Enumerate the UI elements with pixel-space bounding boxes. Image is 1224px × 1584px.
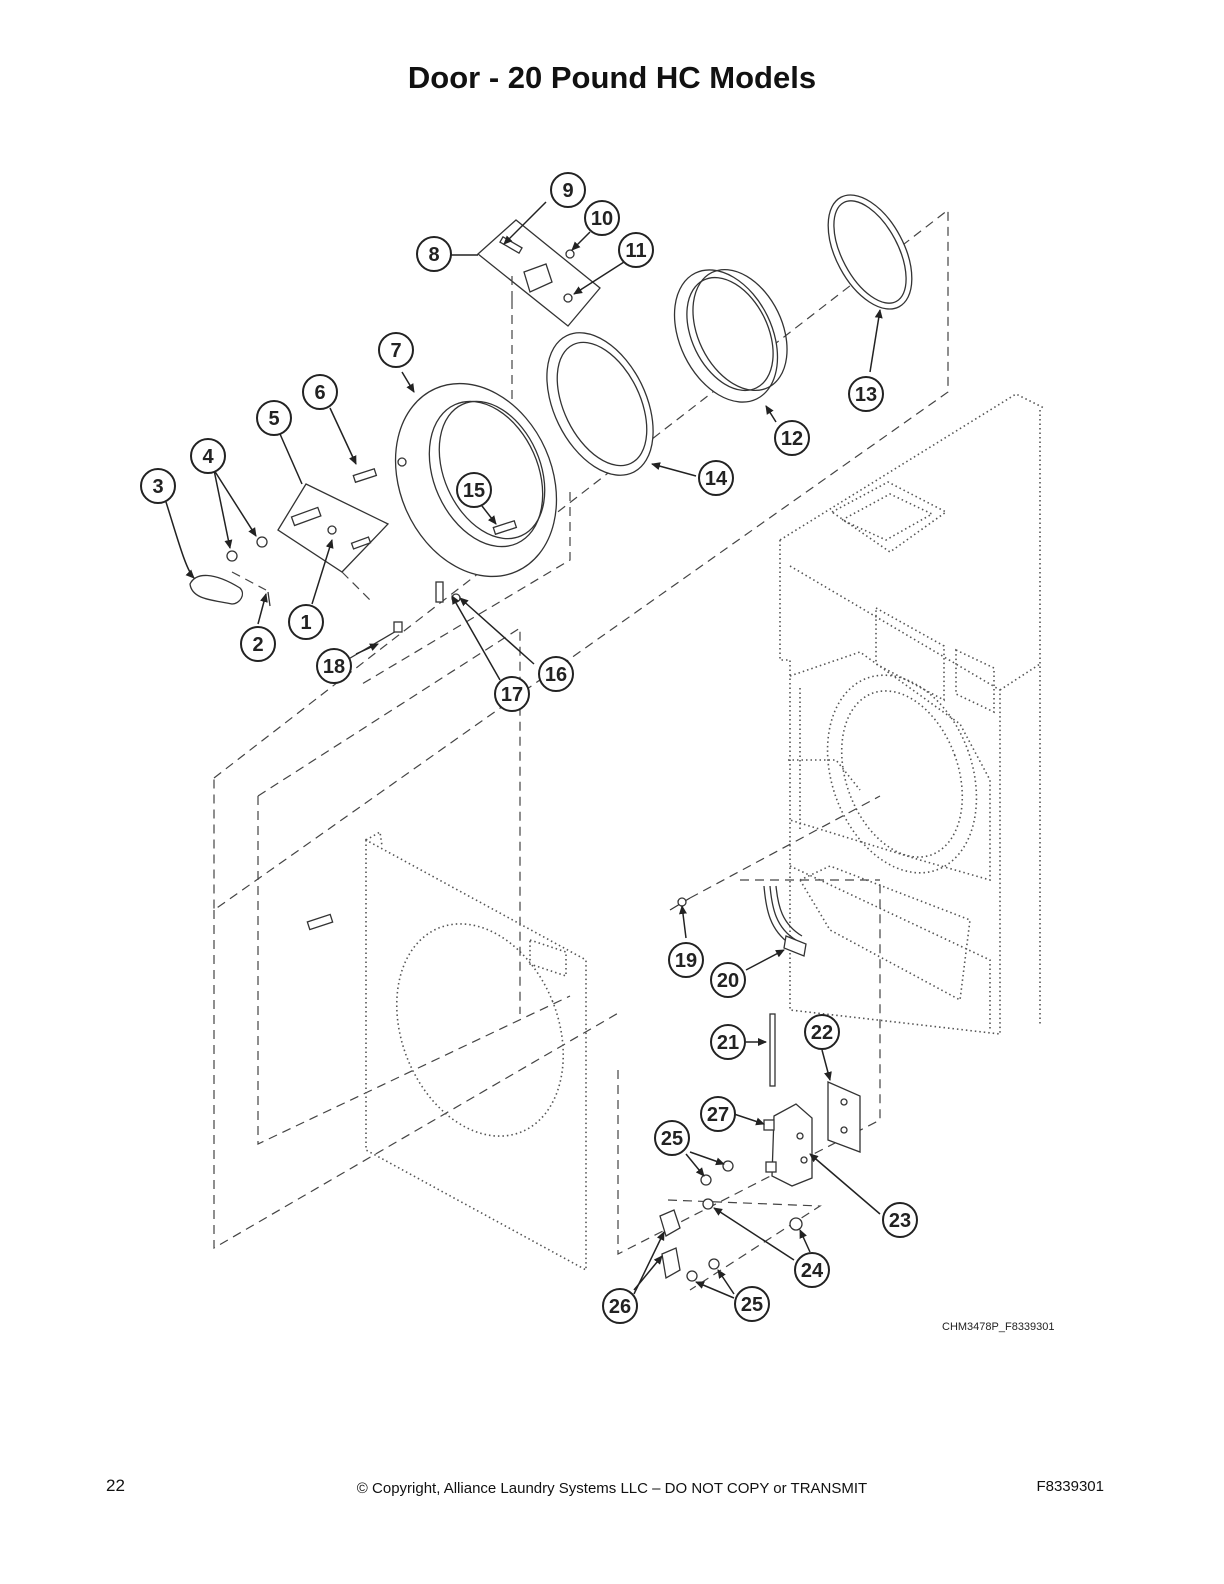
callout-label: 18 [323, 656, 345, 678]
page-number: 22 [106, 1476, 125, 1495]
callout-label: 24 [801, 1260, 824, 1282]
copyright-notice: © Copyright, Alliance Laundry Systems LL… [356, 1480, 868, 1497]
callout-label: 14 [705, 468, 728, 490]
callout-label: 17 [501, 684, 523, 706]
callout-6: 6 [302, 374, 338, 410]
callout-label: 22 [811, 1022, 833, 1044]
callout-label: 10 [591, 208, 613, 230]
callout-label: 4 [202, 446, 214, 468]
callout-label: 20 [717, 970, 739, 992]
callout-label: 12 [781, 428, 803, 450]
leader-lines [165, 201, 883, 1299]
callout-label: 25 [741, 1294, 763, 1316]
callout-7: 7 [378, 332, 414, 368]
callout-4: 4 [190, 438, 226, 474]
callout-8: 8 [416, 236, 452, 272]
callout-label: 27 [707, 1104, 729, 1126]
callout-label: 8 [428, 244, 439, 266]
callout-26: 26 [602, 1288, 638, 1324]
callout-label: 1 [300, 612, 311, 634]
callout-16: 16 [538, 656, 574, 692]
callout-23: 23 [882, 1202, 918, 1238]
callout-15: 15 [456, 472, 492, 508]
callout-25: 25 [654, 1120, 690, 1156]
callout-label: 5 [268, 408, 279, 430]
callout-3: 3 [140, 468, 176, 504]
callout-24: 24 [794, 1252, 830, 1288]
callout-label: 2 [252, 634, 263, 656]
page-title: Door - 20 Pound HC Models [407, 60, 817, 95]
callout-19: 19 [668, 942, 704, 978]
callout-label: 23 [889, 1210, 911, 1232]
callout-label: 7 [390, 340, 401, 362]
callout-14: 14 [698, 460, 734, 496]
callout-9: 9 [550, 172, 586, 208]
callout-10: 10 [584, 200, 620, 236]
callout-25: 25 [734, 1286, 770, 1322]
callout-20: 20 [710, 962, 746, 998]
callout-label: 19 [675, 950, 697, 972]
assembly-boundary-lines [213, 208, 949, 1291]
document-code: F8339301 [1036, 1478, 1104, 1495]
callout-21: 21 [710, 1024, 746, 1060]
callout-13: 13 [848, 376, 884, 412]
callout-18: 18 [316, 648, 352, 684]
front-panel [306, 830, 587, 1272]
callout-1: 1 [288, 604, 324, 640]
callout-label: 6 [314, 382, 325, 404]
callout-label: 11 [625, 240, 646, 262]
hinge-parts [659, 795, 881, 1282]
callout-label: 26 [609, 1296, 631, 1318]
callout-5: 5 [256, 400, 292, 436]
callout-label: 15 [463, 480, 485, 502]
callout-label: 21 [717, 1032, 739, 1054]
machine-cabinet [779, 393, 1045, 1035]
callout-label: 9 [562, 180, 573, 202]
callout-label: 16 [545, 664, 567, 686]
callout-label: 25 [661, 1128, 683, 1150]
drawing-code: CHM3478P_F8339301 [942, 1321, 1055, 1333]
callout-label: 3 [152, 476, 163, 498]
callout-label: 13 [855, 384, 877, 406]
callout-17: 17 [494, 676, 530, 712]
callout-22: 22 [804, 1014, 840, 1050]
callout-12: 12 [774, 420, 810, 456]
callout-11: 11 [618, 232, 654, 268]
callout-2: 2 [240, 626, 276, 662]
callout-27: 27 [700, 1096, 736, 1132]
door-parts [189, 194, 913, 665]
